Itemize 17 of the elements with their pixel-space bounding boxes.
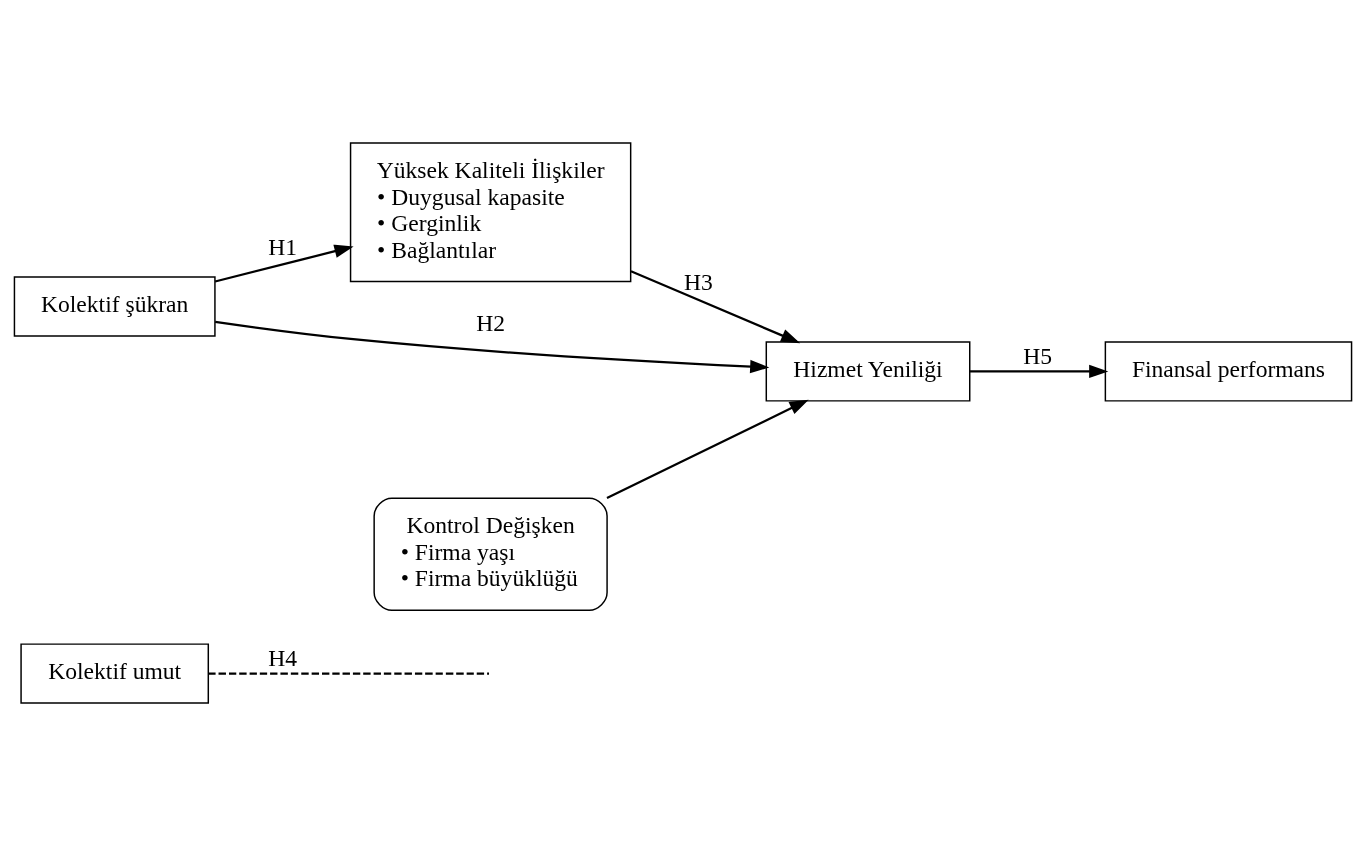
edge-label: H5 bbox=[1023, 342, 1052, 369]
node-box: Hizmet Yeniliği bbox=[765, 341, 971, 402]
node-box: Yüksek Kaliteli İlişkiler • Duygusal kapasite • Gerginlik • Bağlantılar bbox=[349, 142, 632, 283]
edge-label: H4 bbox=[268, 644, 298, 671]
node-box: Kolektif şükran bbox=[13, 276, 216, 337]
node-box: Kolektif umut bbox=[20, 643, 210, 704]
arrow bbox=[630, 270, 801, 344]
arrow bbox=[606, 399, 809, 500]
node-box: Kontrol Değişken • Firma yaşı • Firma büyüklüğü bbox=[373, 497, 608, 611]
node-box: Finansal performans bbox=[1104, 341, 1353, 402]
edge-label: H1 bbox=[268, 233, 298, 260]
connector bbox=[208, 672, 489, 675]
arrow bbox=[214, 244, 354, 283]
edge-label: H2 bbox=[476, 310, 506, 337]
edge-label: H3 bbox=[684, 269, 713, 296]
arrow bbox=[970, 364, 1109, 379]
arrow bbox=[215, 320, 770, 374]
